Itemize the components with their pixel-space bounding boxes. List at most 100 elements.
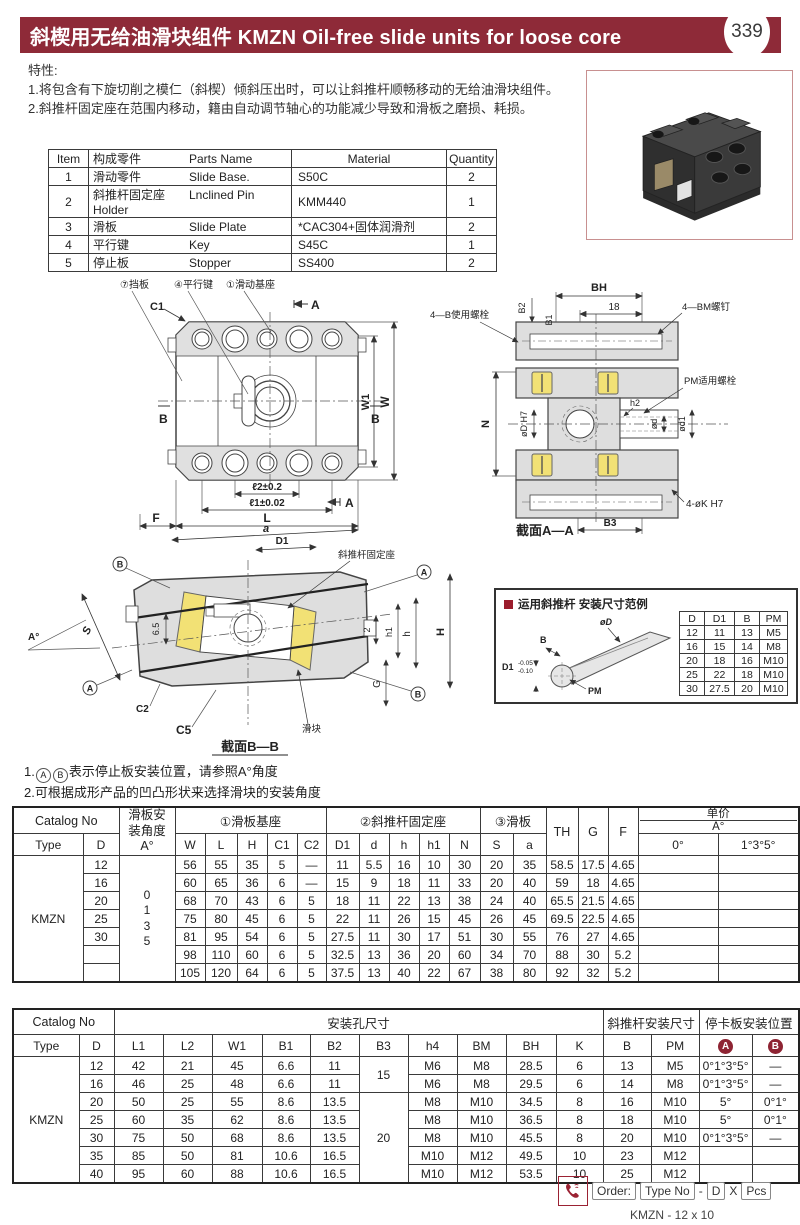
spec-cell — [637, 927, 719, 946]
spec-header-th: TH — [545, 806, 579, 856]
mount-cell: 16 — [602, 1092, 652, 1111]
mount-cell: 20 — [602, 1128, 652, 1147]
mount-cell: 29.5 — [505, 1074, 557, 1093]
spec-cell: 58.5 — [545, 855, 579, 874]
mount-cell: 14 — [602, 1074, 652, 1093]
spec-cell: 6 — [266, 945, 298, 964]
spec-cell: 26 — [388, 909, 420, 928]
pin-table-cell: M10 — [759, 681, 788, 696]
feature-line-2: 2.斜推杆固定座在范围内移动，籍由自动调节轴心的功能减少导致和滑板之磨损、耗损。 — [28, 100, 533, 116]
spec-cell: 6 — [266, 873, 298, 892]
spec-cell: 38 — [448, 891, 481, 910]
stop-position-b-badge: B — [751, 1034, 800, 1057]
mount-cell: 8.6 — [261, 1110, 311, 1129]
spec-header-base: ①滑板基座 — [174, 806, 327, 834]
pin-table-cell: 18 — [704, 653, 735, 668]
spec-cell: 13 — [358, 963, 390, 983]
mount-cell: 5° — [698, 1092, 753, 1111]
mount-cell: M6 — [407, 1056, 458, 1075]
spec-cell: 4.65 — [607, 927, 639, 946]
spec-table: Catalog No 滑板安 装角度 A° ①滑板基座 ②斜推杆固定座 ③滑板 … — [12, 806, 800, 983]
mount-cell: — — [751, 1128, 800, 1147]
mount-cell: 28.5 — [505, 1056, 557, 1075]
mount-table: Catalog No 安装孔尺寸 斜推杆安装尺寸 停卡板安装位置 Type D … — [12, 1008, 800, 1184]
mount-cell: 81 — [211, 1146, 263, 1165]
spec-cell: 6 — [266, 891, 298, 910]
spec-cell: 5.2 — [607, 945, 639, 964]
spec-cell: 70 — [512, 945, 547, 964]
pin-table-cell: M8 — [759, 639, 788, 654]
svg-text:B: B — [415, 690, 422, 700]
mount-cell: 40 — [78, 1164, 115, 1184]
spec-cell: — — [296, 873, 327, 892]
svg-text:h1: h1 — [384, 627, 394, 637]
pin-table-cell: 13 — [734, 625, 760, 640]
svg-text:S: S — [80, 624, 94, 636]
svg-text:18: 18 — [608, 302, 620, 313]
mount-cell: 8.6 — [261, 1092, 311, 1111]
mount-cell: 6 — [555, 1056, 604, 1075]
mount-cell: M10 — [456, 1092, 507, 1111]
spec-cell — [637, 855, 719, 874]
svg-text:滑块: 滑块 — [302, 723, 322, 735]
mount-cell: 46 — [113, 1074, 164, 1093]
svg-text:-0.10: -0.10 — [518, 668, 533, 675]
order-x: X — [729, 1184, 738, 1198]
svg-text:6.5: 6.5 — [151, 623, 161, 636]
mount-cell: 15 — [358, 1056, 409, 1093]
mount-cell: M10 — [650, 1092, 700, 1111]
pin-example-title: 运用斜推杆 安装尺寸范例 — [504, 596, 648, 612]
order-type-no: Type No — [640, 1182, 695, 1200]
pin-table-cell: 18 — [734, 667, 760, 682]
svg-text:截面B—B: 截面B—B — [221, 739, 279, 754]
spec-cell — [637, 909, 719, 928]
order-format-row: Order: Type No - D X Pcs — [558, 1176, 796, 1206]
spec-cell: 80 — [512, 963, 547, 983]
spec-cell: 45 — [512, 909, 547, 928]
order-d: D — [706, 1182, 726, 1200]
spec-cell: 12 — [82, 855, 120, 874]
spec-cell: 45 — [236, 909, 268, 928]
spec-cell: 5 — [296, 963, 327, 983]
spec-cell: 65 — [204, 873, 238, 892]
page-header-bar: 斜楔用无给油滑块组件 KMZN Oil-free slide units for… — [20, 17, 781, 53]
spec-cell: 45 — [448, 909, 481, 928]
spec-cell: 40 — [388, 963, 420, 983]
mount-cell: M8 — [407, 1110, 458, 1129]
spec-cell: 60 — [236, 945, 268, 964]
mount-cell: 13.5 — [309, 1092, 360, 1111]
spec-cell: 20 — [82, 891, 120, 910]
mount-cell: 6 — [555, 1074, 604, 1093]
spec-cell: 0 1 3 5 — [118, 855, 176, 983]
mount-cell: 10.6 — [261, 1164, 311, 1184]
spec-cell: 35 — [512, 855, 547, 874]
svg-text:ød1: ød1 — [677, 416, 687, 432]
mount-cell: M8 — [650, 1074, 700, 1093]
spec-cell: 16 — [388, 855, 420, 874]
spec-cell: 27 — [577, 927, 609, 946]
mount-cell: M10 — [650, 1110, 700, 1129]
mount-cell: — — [751, 1056, 800, 1075]
spec-cell: 88 — [545, 945, 579, 964]
spec-cell: 5 — [266, 855, 298, 874]
spec-cell: 54 — [236, 927, 268, 946]
spec-cell: 5 — [296, 945, 327, 964]
spec-cell — [717, 963, 800, 983]
circled-a: A — [35, 768, 51, 784]
features-heading: 特性: — [28, 63, 58, 78]
mount-cell: 53.5 — [505, 1164, 557, 1184]
spec-cell — [637, 945, 719, 964]
